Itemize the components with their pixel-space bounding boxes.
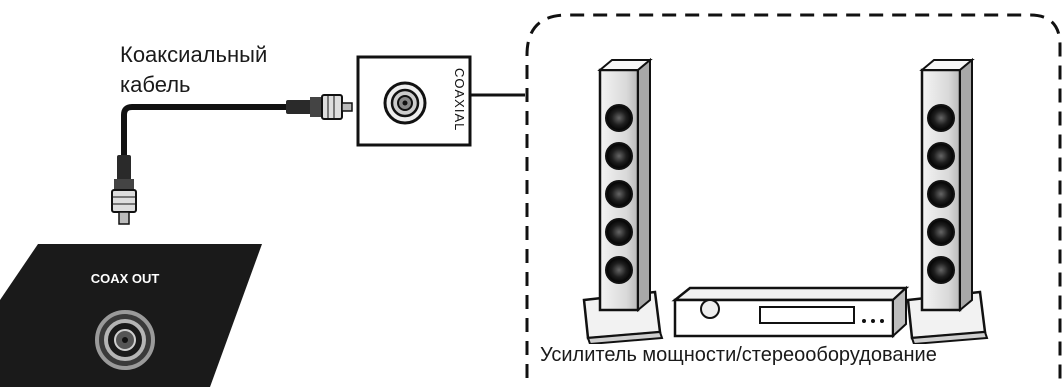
left-speaker [582,57,664,346]
left-speaker-driver-icon [605,180,633,208]
left-speaker-driver-icon [605,256,633,284]
coaxial-cable-label: Коаксиальный кабель [120,40,267,100]
equipment-label: Усилитель мощности/стереооборудование [536,344,941,367]
right-speaker-driver-icon [927,180,955,208]
coaxial-cable [121,104,290,158]
coaxial-cable-label-line2: кабель [120,72,191,97]
right-speaker-driver-icon [927,218,955,246]
amplifier-receiver [671,285,910,339]
right-speaker [906,57,989,346]
left-speaker-driver-icon [605,142,633,170]
receiver-display [759,306,855,324]
coaxial-jack-label: COAXIAL [452,68,467,131]
rca-plug-bottom [111,155,137,225]
coax-out-socket [95,310,155,370]
right-speaker-driver-icon [927,104,955,132]
left-speaker-driver-icon [605,218,633,246]
source-device-panel: COAX OUT [0,244,262,387]
coaxial-cable-label-line1: Коаксиальный [120,42,268,67]
rca-plug-top [286,94,353,120]
coaxial-jack-panel: COAXIAL [356,55,472,147]
volume-knob-icon [700,299,720,319]
coax-out-label: COAX OUT [91,271,160,286]
right-speaker-driver-icon [927,142,955,170]
equipment-dashed-boundary [525,13,1062,387]
right-speaker-driver-icon [927,256,955,284]
left-speaker-driver-icon [605,104,633,132]
